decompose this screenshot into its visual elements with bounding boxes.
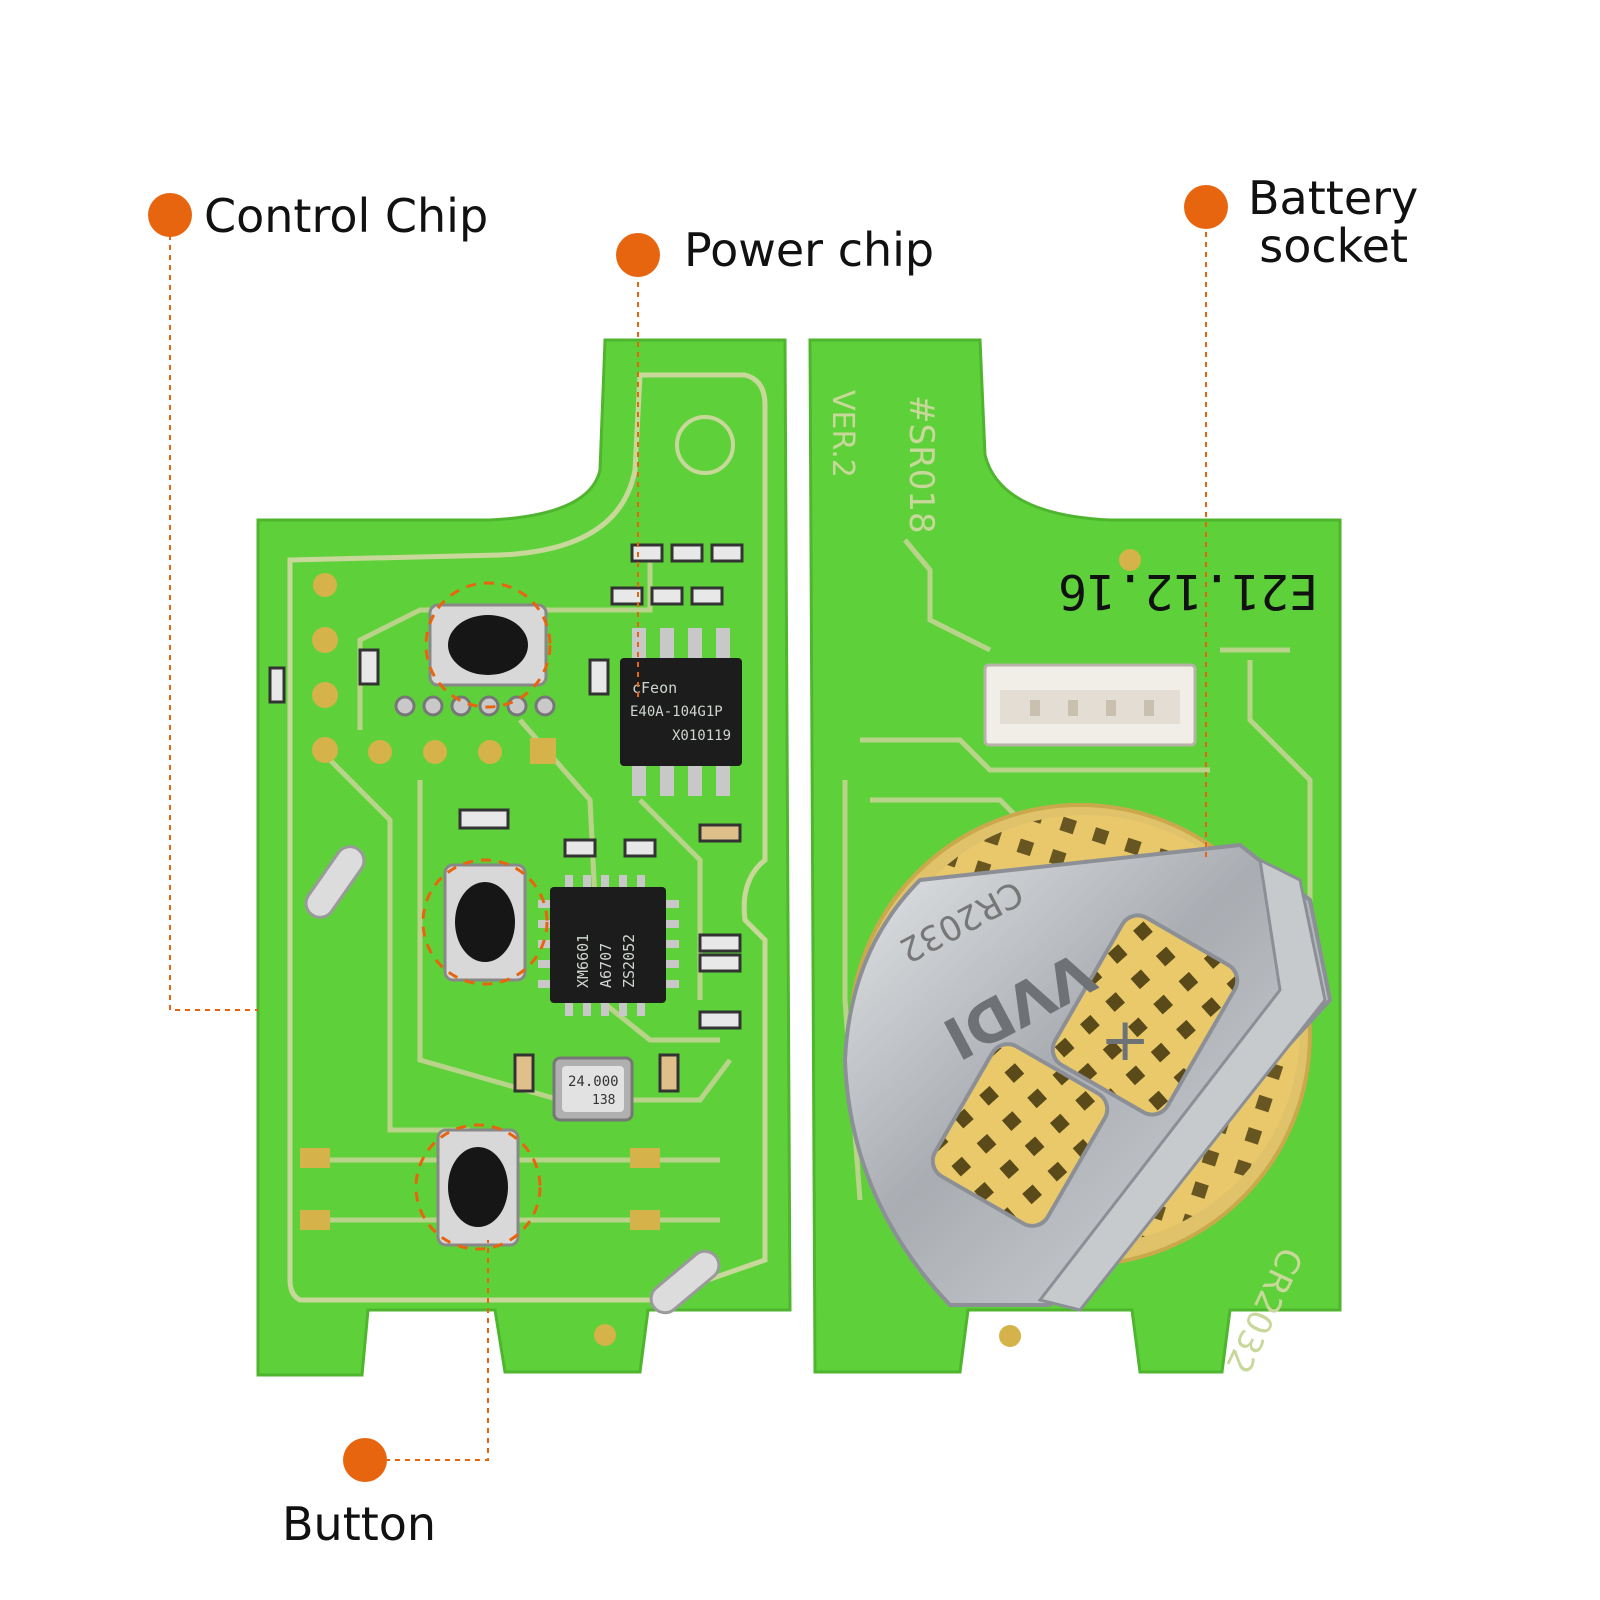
pad <box>423 740 447 764</box>
label-power-chip: Power chip <box>684 223 935 277</box>
right-pcb: #SR018 VER.2 E21.12.16 CR2032 VVDI + CR2… <box>808 338 1342 1379</box>
label-battery-socket-line1: Battery <box>1248 171 1419 225</box>
tactile-button <box>421 858 549 986</box>
pad <box>478 740 502 764</box>
marker-dot-power-chip <box>616 233 660 277</box>
screw-slot <box>304 845 366 919</box>
label-control-chip: Control Chip <box>204 189 489 243</box>
leader-button <box>365 1240 489 1461</box>
right-pcb-trace <box>860 737 1210 773</box>
board-id: #SR018 <box>901 395 941 534</box>
control-chip-line3: ZS2052 <box>620 934 638 988</box>
control-chip-line2: A6707 <box>597 943 615 988</box>
power-chip-brand: cFeon <box>632 679 677 697</box>
pad <box>312 627 338 653</box>
pad <box>368 740 392 764</box>
pad <box>312 682 338 708</box>
pad <box>530 738 556 764</box>
label-button: Button <box>282 1497 437 1551</box>
tactile-button <box>424 581 552 709</box>
battery-clip: CR2032 VVDI + <box>842 842 1333 1312</box>
power-chip: cFeon E40A-104G1P X010119 <box>620 628 742 796</box>
control-chip-line1: XM6601 <box>574 934 592 988</box>
left-pcb: cFeon E40A-104G1P X010119 XM6601 A6707 Z… <box>256 338 792 1377</box>
pad <box>1119 549 1141 571</box>
power-chip-code: X010119 <box>672 728 731 744</box>
crystal-code: 138 <box>592 1093 615 1108</box>
smd-components <box>268 543 744 1230</box>
marker-dot-control-chip <box>148 193 192 237</box>
right-pcb-trace <box>1247 660 1313 1000</box>
pcb-logo <box>675 415 735 475</box>
power-chip-model: E40A-104G1P <box>630 704 723 720</box>
battery-connector <box>983 663 1197 747</box>
right-pcb-trace <box>903 538 992 653</box>
board-version: VER.2 <box>825 390 860 478</box>
marker-dot-battery-socket <box>1184 185 1228 229</box>
tactile-button <box>414 1123 542 1251</box>
pad <box>313 573 337 597</box>
marker-dot-button <box>343 1438 387 1482</box>
screw-slot <box>649 1249 721 1315</box>
left-pcb-edge-trace <box>287 372 768 1303</box>
pad <box>999 1325 1021 1347</box>
crystal-oscillator: 24.000 138 <box>552 1056 634 1122</box>
pad <box>312 737 338 763</box>
date-code: E21.12.16 <box>1058 563 1318 619</box>
left-pcb-trace <box>638 798 703 1000</box>
polarity-mark: + <box>1100 1005 1150 1075</box>
callout-leaders <box>169 212 1207 1461</box>
label-battery-socket: Battery socket <box>1248 171 1419 274</box>
pad <box>594 1324 616 1346</box>
crystal-frequency: 24.000 <box>568 1074 619 1090</box>
left-pcb-trace <box>328 758 470 1133</box>
control-chip: XM6601 A6707 ZS2052 <box>538 875 679 1016</box>
leader-control-chip <box>169 215 258 1011</box>
header-pins <box>394 695 556 717</box>
label-battery-socket-line2: socket <box>1259 219 1408 274</box>
